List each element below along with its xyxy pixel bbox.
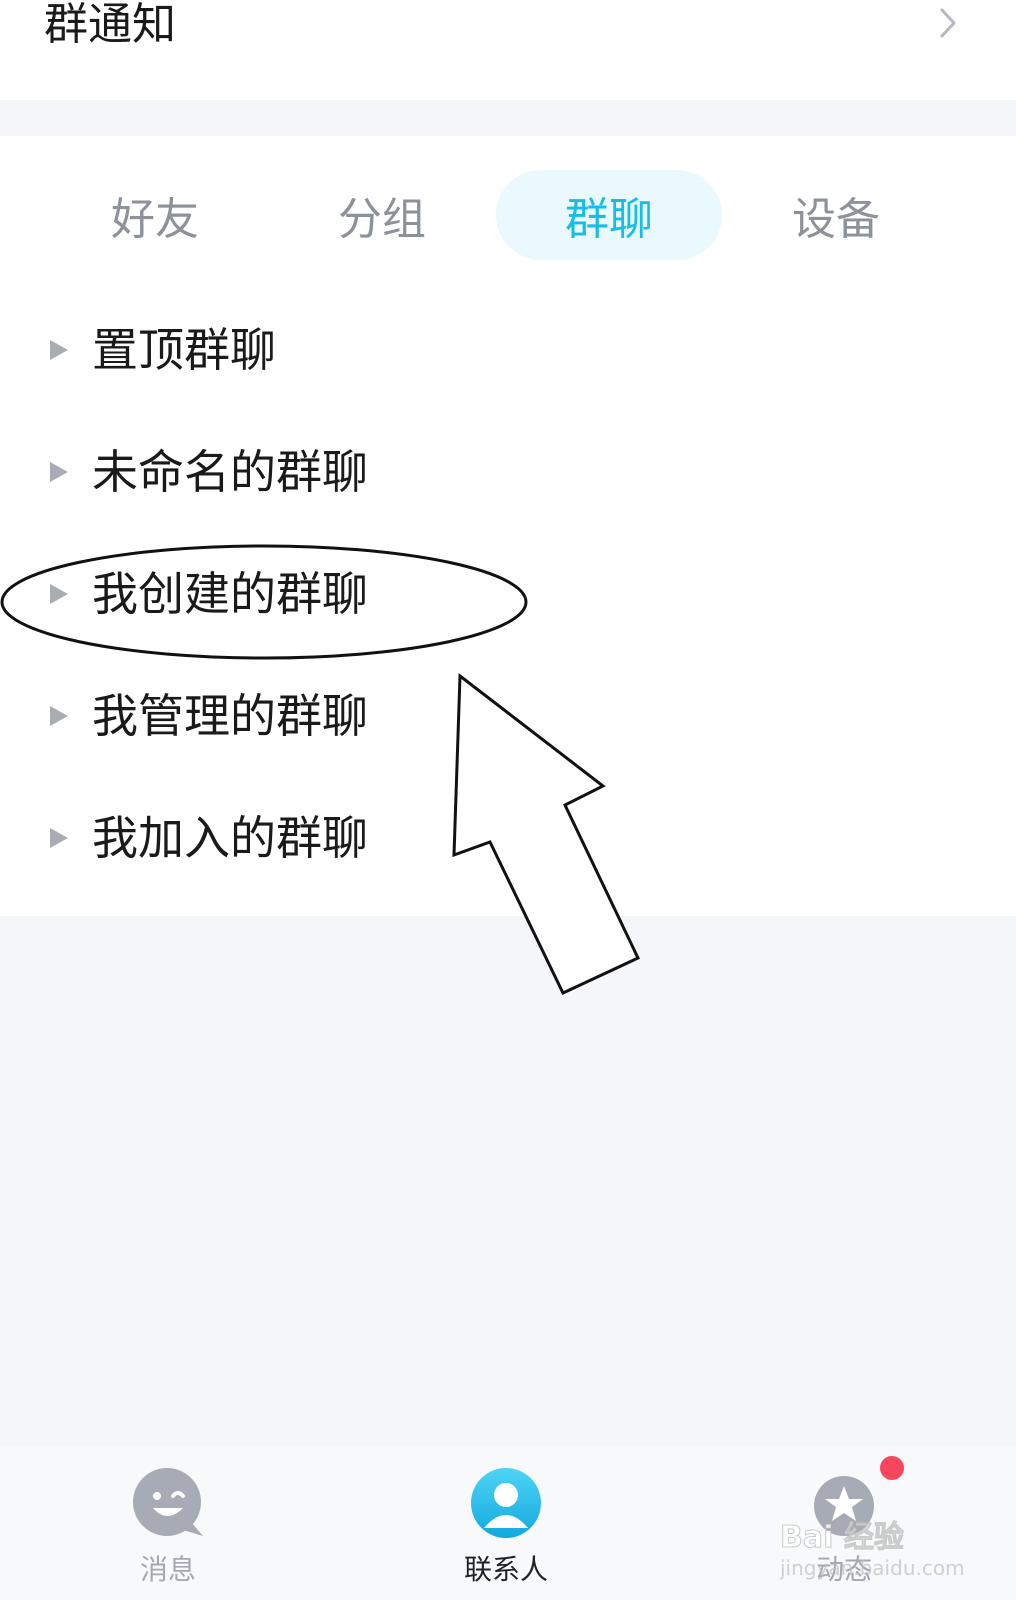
contact-person-icon bbox=[471, 1468, 541, 1538]
group-category-label: 我创建的群聊 bbox=[92, 567, 368, 621]
tab-groups-category[interactable]: 分组 bbox=[269, 170, 495, 260]
bottom-nav: 消息 联系人 动态 bbox=[0, 1446, 1016, 1600]
group-category-label: 未命名的群聊 bbox=[92, 445, 368, 499]
tab-friends[interactable]: 好友 bbox=[42, 170, 268, 260]
tab-devices[interactable]: 设备 bbox=[723, 170, 949, 260]
triangle-right-icon bbox=[50, 462, 68, 482]
nav-label: 动态 bbox=[815, 1553, 872, 1586]
group-notice-title: 群通知 bbox=[44, 0, 176, 50]
nav-label: 消息 bbox=[139, 1553, 196, 1586]
group-category-created[interactable]: 我创建的群聊 bbox=[0, 532, 1016, 656]
notification-dot bbox=[880, 1456, 904, 1480]
baidu-watermark: Bai 经验 jingyan.baidu.com bbox=[780, 1512, 980, 1594]
triangle-right-icon bbox=[50, 828, 68, 848]
tab-label: 群聊 bbox=[565, 194, 653, 245]
nav-moments[interactable]: 动态 bbox=[744, 1446, 944, 1600]
group-category-label: 我管理的群聊 bbox=[92, 689, 368, 743]
watermark-main-text: Bai 经验 bbox=[780, 1520, 905, 1556]
triangle-right-icon bbox=[50, 584, 68, 604]
group-category-label: 我加入的群聊 bbox=[92, 811, 368, 865]
group-notice-row[interactable]: 群通知 bbox=[0, 0, 1016, 100]
chevron-right-icon bbox=[940, 8, 956, 38]
triangle-right-icon bbox=[50, 340, 68, 360]
group-category-joined[interactable]: 我加入的群聊 bbox=[0, 776, 1016, 900]
contacts-panel: 好友 分组 群聊 设备 置顶群聊 未命名的群聊 我创建的群聊 我管理的群聊 bbox=[0, 136, 1016, 916]
nav-messages[interactable]: 消息 bbox=[68, 1446, 268, 1600]
tab-label: 分组 bbox=[338, 194, 426, 245]
group-category-managed[interactable]: 我管理的群聊 bbox=[0, 654, 1016, 778]
group-category-unnamed[interactable]: 未命名的群聊 bbox=[0, 410, 1016, 534]
star-planet-icon bbox=[814, 1476, 874, 1536]
nav-contacts[interactable]: 联系人 bbox=[406, 1446, 606, 1600]
tab-group-chats[interactable]: 群聊 bbox=[496, 170, 722, 260]
contact-tabs: 好友 分组 群聊 设备 bbox=[0, 170, 1016, 260]
smiley-chat-icon bbox=[133, 1468, 203, 1536]
group-category-pinned[interactable]: 置顶群聊 bbox=[0, 288, 1016, 412]
tab-label: 好友 bbox=[111, 194, 199, 245]
group-category-label: 置顶群聊 bbox=[92, 323, 276, 377]
tab-label: 设备 bbox=[792, 194, 880, 245]
watermark-sub-text: jingyan.baidu.com bbox=[780, 1556, 965, 1580]
triangle-right-icon bbox=[50, 706, 68, 726]
nav-label: 联系人 bbox=[463, 1553, 548, 1586]
